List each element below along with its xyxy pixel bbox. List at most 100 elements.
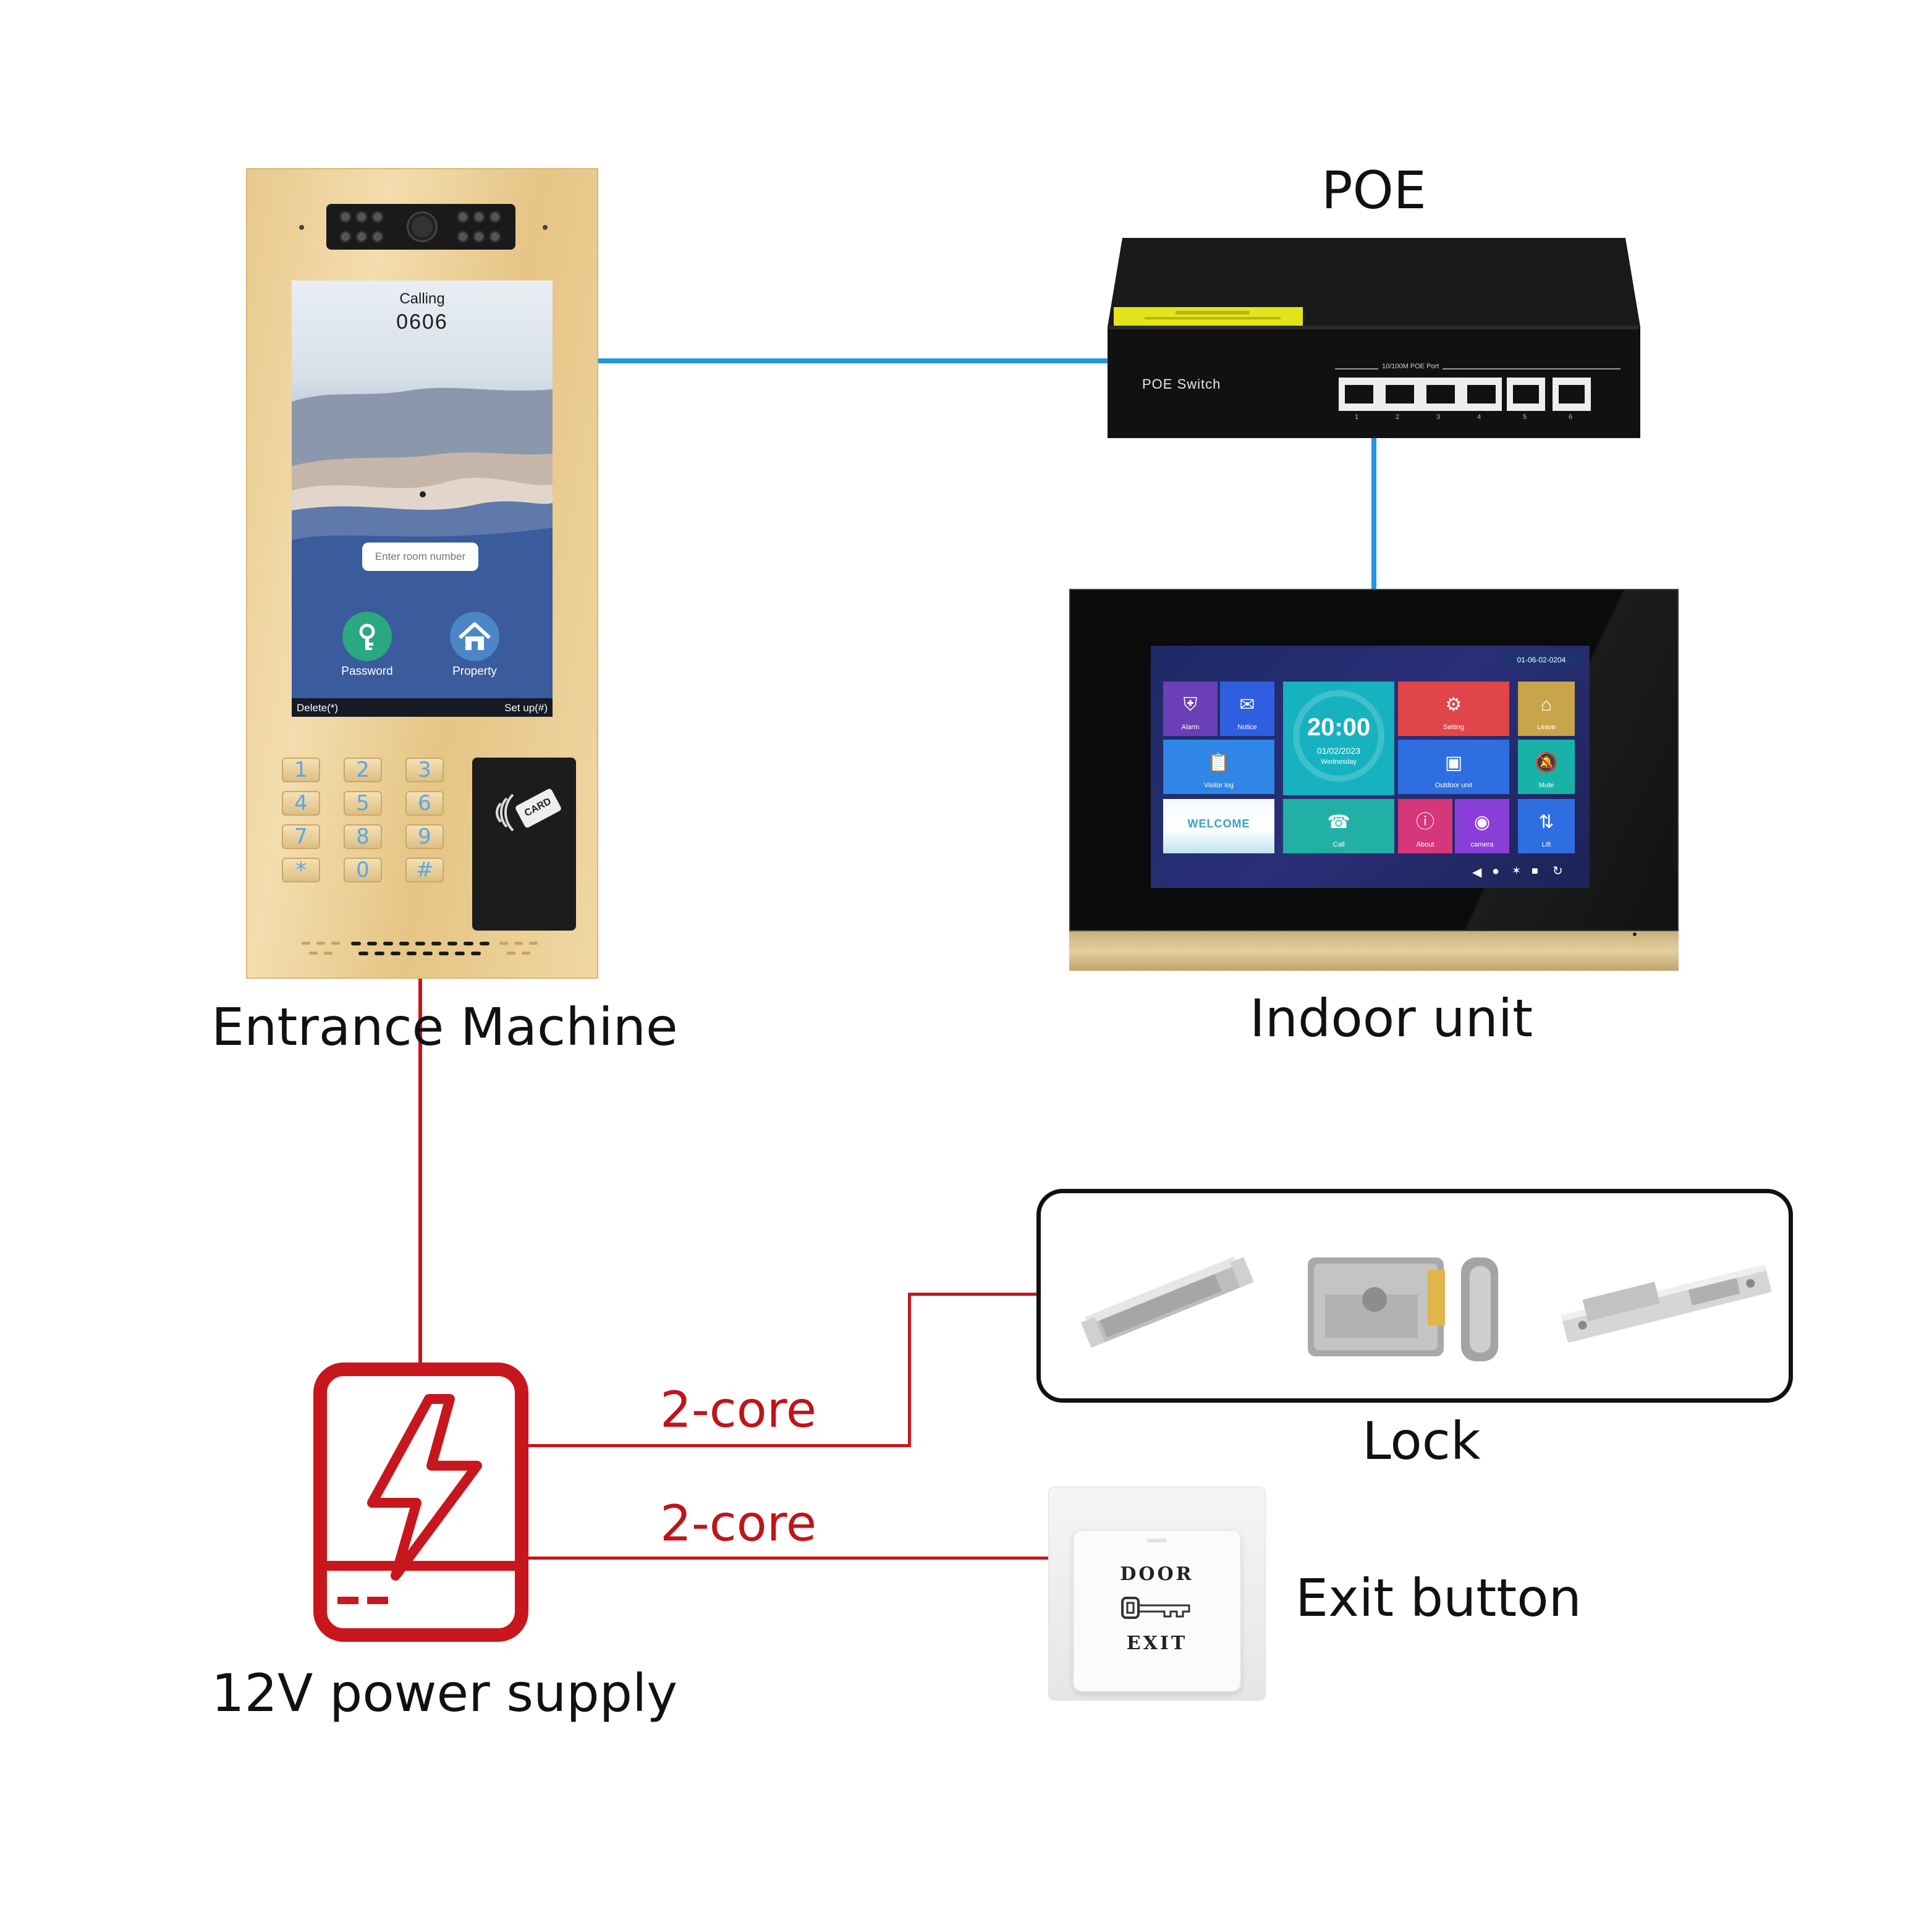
ir-led: [475, 232, 483, 241]
indoor-unit: 01-06-02-0204 ⛨ Alarm ✉ Notice 20:00 01/…: [1069, 589, 1679, 971]
message-icon[interactable]: ■: [1532, 864, 1538, 877]
tile-lift[interactable]: ⇅ Lift: [1518, 799, 1575, 853]
port-rj45: [1553, 378, 1591, 411]
keypad-key-3[interactable]: 3: [405, 758, 444, 782]
exit-led: [1147, 1539, 1167, 1542]
globe-icon[interactable]: ●: [1492, 864, 1500, 878]
ir-led: [373, 232, 382, 241]
camera-bar: [326, 204, 515, 250]
ir-led: [357, 213, 366, 221]
keypad-key-6[interactable]: 6: [405, 791, 444, 816]
info-icon: ⓘ: [1416, 811, 1434, 832]
indoor-screen: 01-06-02-0204 ⛨ Alarm ✉ Notice 20:00 01/…: [1151, 646, 1590, 888]
tile-leave-label: Leave: [1537, 724, 1556, 731]
tile-call[interactable]: ☎ Call: [1283, 799, 1394, 853]
mute-icon: 🔕: [1535, 752, 1558, 773]
exit-button-exit-text: EXIT: [1126, 1633, 1188, 1654]
ir-led: [459, 213, 467, 221]
entrance-machine: Calling 0606 Password Property: [246, 168, 598, 979]
entrance-bottom-bar: Delete(*) Set up(#): [292, 698, 553, 717]
speaker-grille: [302, 942, 538, 955]
refresh-icon[interactable]: ↻: [1553, 864, 1563, 878]
tile-notice-label: Notice: [1237, 724, 1257, 731]
clock-time: 20:00: [1307, 714, 1371, 741]
key-icon: [359, 623, 375, 650]
keypad-key-9[interactable]: 9: [405, 824, 444, 849]
desert-background: [292, 387, 553, 717]
keypad-key-7[interactable]: 7: [282, 824, 320, 849]
setup-key-hint: Set up(#): [504, 702, 548, 714]
calling-room-number: 0606: [396, 310, 448, 334]
indoor-unit-gold-trim: [1069, 931, 1679, 971]
password-button[interactable]: [342, 612, 392, 661]
exit-button[interactable]: DOOR EXIT: [1048, 1487, 1266, 1701]
tile-leave[interactable]: ⌂ Leave: [1518, 682, 1575, 736]
clock-weekday: Wednesday: [1321, 758, 1357, 766]
keypad-key-4[interactable]: 4: [282, 791, 320, 816]
exit-button-plate[interactable]: DOOR EXIT: [1073, 1530, 1241, 1692]
shield-icon: ⛨: [1183, 694, 1198, 715]
mic-hole-left: [299, 225, 304, 230]
ir-led: [341, 213, 350, 221]
keypad-key-5[interactable]: 5: [344, 791, 382, 816]
nfc-wave-icon: [496, 793, 514, 832]
signal-icon[interactable]: ✶: [1512, 864, 1522, 877]
wire-psu-to-lock-h2: [908, 1293, 1038, 1296]
device-id-badge: 01-06-02-0204: [1501, 653, 1582, 667]
tile-notice[interactable]: ✉ Notice: [1220, 682, 1274, 736]
tile-setting[interactable]: ⚙ Setting: [1398, 682, 1509, 736]
lock-label: Lock: [1362, 1411, 1481, 1471]
tile-outdoor-unit[interactable]: ▣ Outdoor unit: [1398, 740, 1509, 794]
electric-bolt-lock-icon: [1561, 1264, 1771, 1343]
property-button[interactable]: [450, 612, 499, 661]
gear-icon: ⚙: [1445, 694, 1462, 715]
tile-alarm[interactable]: ⛨ Alarm: [1163, 682, 1218, 736]
ir-led: [373, 213, 382, 221]
two-core-label-top: 2-core: [660, 1381, 817, 1439]
lock-group: [1036, 1189, 1793, 1403]
indoor-unit-label: Indoor unit: [1250, 988, 1533, 1049]
ir-led: [491, 232, 499, 241]
keypad-key-hash[interactable]: #: [405, 858, 444, 882]
port-rj45: [1507, 378, 1545, 411]
keypad-key-8[interactable]: 8: [344, 824, 382, 849]
tile-camera[interactable]: ◉ camera: [1455, 799, 1509, 853]
poe-switch: POE Switch 10/100M POE Port 1 2 3 4 5 6: [1108, 238, 1640, 438]
back-icon[interactable]: ◀: [1472, 866, 1482, 879]
two-core-label-bottom: 2-core: [660, 1495, 817, 1552]
keypad-key-star[interactable]: *: [282, 858, 320, 882]
tile-about[interactable]: ⓘ About: [1398, 799, 1452, 853]
electric-rim-lock-icon: [1308, 1257, 1498, 1361]
wire-psu-to-lock-h1: [528, 1444, 911, 1447]
tile-mute[interactable]: 🔕 Mute: [1518, 740, 1575, 794]
keypad-key-0[interactable]: 0: [344, 858, 382, 882]
keypad-key-1[interactable]: 1: [282, 758, 320, 782]
clock-date: 01/02/2023: [1316, 746, 1361, 756]
tile-outdoor-label: Outdoor unit: [1434, 782, 1473, 789]
keypad-key-2[interactable]: 2: [344, 758, 382, 782]
room-number-input[interactable]: [362, 543, 478, 571]
magnetic-lock-icon: [1080, 1256, 1254, 1348]
ir-led: [357, 232, 366, 241]
webcam-icon: ◉: [1473, 811, 1491, 832]
port-rj45: [1339, 378, 1379, 411]
entrance-machine-label: Entrance Machine: [211, 997, 678, 1057]
ir-led: [475, 213, 483, 221]
port-rj45: [1461, 378, 1502, 411]
phone-icon: ☎: [1327, 811, 1350, 832]
tile-visitor-log[interactable]: 📋 Visitor log: [1163, 740, 1274, 794]
port-number: 6: [1569, 413, 1573, 421]
power-supply-icon: [313, 1363, 528, 1642]
calling-text: Calling: [399, 290, 445, 307]
welcome-text: WELCOME: [1187, 818, 1250, 830]
port-rj45: [1379, 378, 1420, 411]
card-reader[interactable]: CARD: [472, 758, 576, 931]
port-number: 5: [1523, 413, 1527, 421]
tile-about-label: About: [1416, 841, 1434, 848]
lightning-bolt-icon: [367, 1394, 482, 1581]
poe-switch-name: POE Switch: [1142, 376, 1221, 392]
visitor-log-icon: 📋: [1207, 752, 1231, 773]
key-icon: [1121, 1597, 1190, 1619]
tile-mute-label: Mute: [1538, 782, 1554, 789]
